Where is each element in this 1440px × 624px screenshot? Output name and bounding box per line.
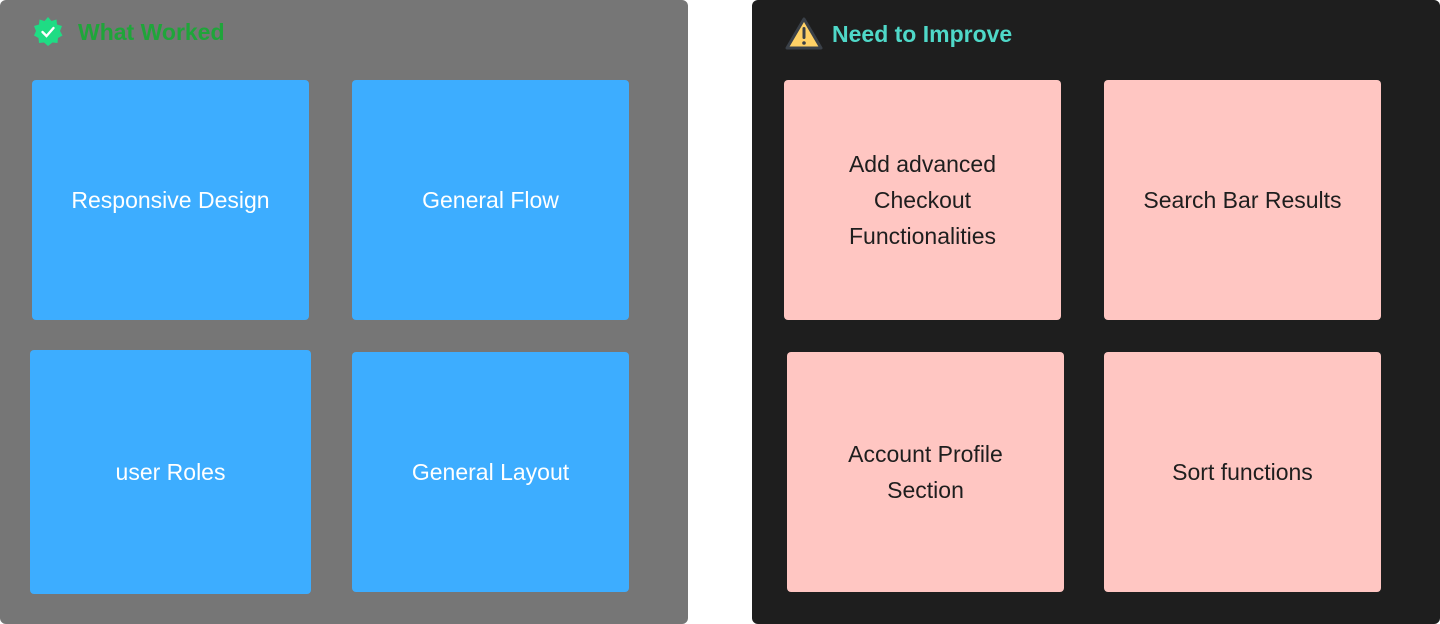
sticky-note[interactable]: Account Profile Section	[787, 352, 1064, 592]
warning-icon	[785, 17, 823, 50]
sticky-note[interactable]: Search Bar Results	[1104, 80, 1381, 320]
need-to-improve-section: Need to Improve Add advanced Checkout Fu…	[752, 0, 1440, 624]
sticky-note[interactable]: General Flow	[352, 80, 629, 320]
sticky-note[interactable]: Sort functions	[1104, 352, 1381, 592]
sticky-note[interactable]: Add advanced Checkout Functionalities	[784, 80, 1061, 320]
what-worked-section: What Worked Responsive Design General Fl…	[0, 0, 688, 624]
section-title: What Worked	[78, 18, 225, 45]
sticky-note[interactable]: user Roles	[30, 350, 311, 594]
what-worked-header: What Worked	[32, 16, 225, 48]
need-to-improve-header: Need to Improve	[784, 16, 1012, 52]
sticky-note[interactable]: Responsive Design	[32, 80, 309, 320]
section-title: Need to Improve	[832, 20, 1013, 47]
verified-badge-icon	[34, 17, 63, 46]
sticky-note[interactable]: General Layout	[352, 352, 629, 592]
